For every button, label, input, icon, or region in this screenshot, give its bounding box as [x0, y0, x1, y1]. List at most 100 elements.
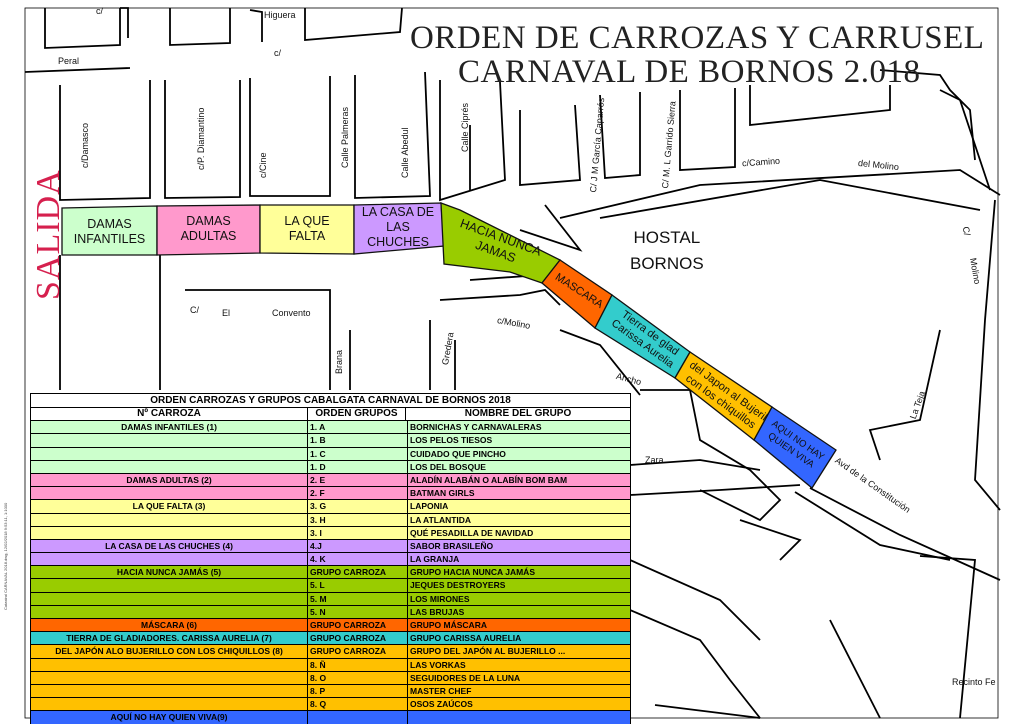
legend-cell-grupo: GRUPO CARISSA AURELIA: [410, 633, 522, 644]
hostal-label: HOSTAL BORNOS: [630, 225, 704, 277]
block-outline: [120, 7, 129, 38]
legend-cell-grupo: BORNICHAS Y CARNAVALERAS: [410, 422, 542, 433]
street-damasco: c/Damasco: [80, 122, 90, 168]
legend-cell-carroza: DEL JAPÓN ALO BUJERILLO CON LOS CHIQUILL…: [31, 645, 308, 658]
block-outline: [354, 71, 431, 199]
legend-cell-orden: 8. Q: [308, 698, 408, 711]
legend-cell-carroza: [31, 605, 308, 618]
legend-cell-grupo: LAS BRUJAS: [410, 606, 465, 617]
block-outline: [599, 92, 641, 179]
block-outline: [164, 80, 241, 199]
legend-cell-orden: GRUPO CARROZA: [308, 566, 408, 579]
block-outline: [519, 104, 581, 186]
legend-row: AQUÍ NO HAY QUIEN VIVA(9): [31, 711, 630, 724]
hostal-line1: HOSTAL: [633, 228, 701, 247]
legend-cell-grupo: LA ATLANTIDA: [410, 514, 472, 525]
legend-cell-orden: 4. K: [308, 553, 408, 566]
block-outline: [679, 88, 736, 171]
legend-cell-grupo: BATMAN GIRLS: [410, 488, 475, 499]
block-outline: [939, 89, 991, 191]
block-outline: [519, 204, 583, 252]
block-outline: [794, 491, 951, 561]
legend-cell-orden: 5. N: [308, 605, 408, 618]
legend-cell-orden: 1. D: [308, 460, 408, 473]
street-c-top2: c/: [274, 48, 282, 58]
legend-cell-orden: 5. L: [308, 579, 408, 592]
block-outline: [974, 199, 1001, 511]
legend-cell-orden: GRUPO CARROZA: [308, 619, 408, 632]
block-outline: [249, 9, 263, 42]
block-outline: [24, 67, 131, 73]
legend-cell-orden: 2. E: [308, 473, 408, 487]
block-outline: [559, 329, 641, 396]
street-c-convento: C/: [190, 305, 199, 315]
legend-cell-orden: 8. Ñ: [308, 658, 408, 671]
block-outline: [169, 8, 231, 46]
legend-cell-carroza: LA QUE FALTA (3): [31, 500, 308, 513]
float-2-line1: DAMAS: [186, 214, 231, 228]
legend-cell-grupo: LAPONIA: [410, 501, 449, 512]
legend-cell-grupo: LA GRANJA: [410, 554, 460, 565]
float-3-line2: FALTA: [288, 229, 326, 243]
legend-cell-carroza: [31, 698, 308, 711]
legend-cell-carroza: [31, 447, 308, 460]
legend-cell-grupo: SEGUIDORES DE LA LUNA: [410, 672, 521, 683]
legend-cell-grupo: JEQUES DESTROYERS: [410, 580, 506, 591]
float-4-line1: LA CASA DE: [361, 204, 435, 219]
legend-cell-orden: 2. F: [308, 487, 408, 500]
legend-cell-orden: 8. O: [308, 671, 408, 684]
street-diamantino: c/P. Diamantino: [196, 107, 206, 170]
legend-cell-carroza: MÁSCARA (6): [31, 619, 308, 632]
legend-cell-carroza: [31, 684, 308, 698]
legend-cell-carroza: [31, 434, 308, 447]
street-zara: Zara: [645, 455, 664, 465]
legend-cell-grupo: LOS MIRONES: [410, 593, 470, 604]
block-outline: [879, 69, 976, 161]
street-brana: Brana: [334, 349, 344, 374]
legend-title: ORDEN CARROZAS Y GRUPOS CABALGATA CARNAV…: [31, 394, 630, 408]
block-outline: [749, 85, 891, 127]
block-outline: [559, 169, 1001, 219]
block-outline: [599, 179, 981, 219]
legend-cell-carroza: [31, 553, 308, 566]
legend-header-row: Nº CARROZA ORDEN GRUPOS NOMBRE DEL GRUPO: [31, 408, 630, 422]
legend-header-grupo: NOMBRE DEL GRUPO: [464, 408, 572, 419]
legend-cell-grupo: QUÉ PESADILLA DE NAVIDAD: [410, 527, 534, 538]
legend-cell-grupo: GRUPO MÁSCARA: [410, 620, 487, 630]
street-cine: c/Cine: [258, 152, 268, 178]
legend-cell-orden: GRUPO CARROZA: [308, 632, 408, 645]
legend-cell-grupo: GRUPO DEL JAPÓN AL BUJERILLO ...: [410, 646, 566, 657]
street-outlines: [24, 7, 1001, 719]
legend-row: DEL JAPÓN ALO BUJERILLO CON LOS CHIQUILL…: [31, 645, 630, 659]
street-cipres: Calle Ciprés: [460, 102, 470, 152]
legend-cell-orden: [308, 711, 408, 724]
legend-cell-orden: 1. B: [308, 434, 408, 447]
street-convento: Convento: [272, 308, 311, 318]
legend-cell-carroza: [31, 526, 308, 539]
street-c-molino-right: C/: [960, 225, 973, 237]
legend-cell-grupo: SABOR BRASILEÑO: [410, 540, 494, 551]
legend-cell-carroza: [31, 579, 308, 592]
legend-cell-carroza: DAMAS INFANTILES (1): [31, 421, 308, 434]
legend-cell-orden: 5. M: [308, 592, 408, 605]
block-outline: [185, 289, 331, 390]
street-palmeras: Calle Palmeras: [340, 106, 350, 168]
legend-table: ORDEN CARROZAS Y GRUPOS CABALGATA CARNAV…: [30, 393, 631, 724]
block-outline: [629, 459, 761, 471]
block-outline: [439, 289, 561, 306]
